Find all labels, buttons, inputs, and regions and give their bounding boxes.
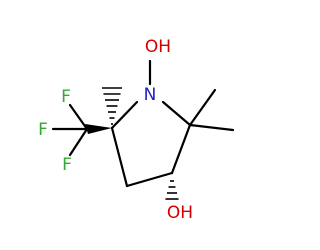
- bond-cf3-f3: [68, 127, 89, 157]
- structure-diagram: N OH OH F F F: [38, 37, 235, 223]
- atom-o-c3-oh: OH: [167, 203, 193, 223]
- molecule-canvas: N OH OH F F F: [38, 37, 235, 223]
- bond-cf3-f1: [68, 103, 89, 131]
- atom-o-n-oh: OH: [145, 37, 171, 57]
- atom-f3: F: [62, 155, 72, 175]
- atom-f2: F: [38, 120, 48, 140]
- bond-c5-methyl-hashed: [102, 87, 122, 125]
- bond-c3-c4: [125, 171, 174, 188]
- atom-f1: F: [61, 87, 71, 107]
- bond-c5-cf3-wedge: [85, 124, 112, 134]
- bond-c2-c3: [170, 123, 192, 175]
- bond-c2-methyl-a: [188, 88, 217, 127]
- bond-c3-oh-hashed: [165, 180, 179, 200]
- bond-c2-methyl-b: [188, 123, 235, 132]
- bond-c4-c5: [110, 126, 129, 188]
- bond-c5-n1: [110, 100, 139, 130]
- bond-n1-c2: [161, 100, 192, 127]
- atom-n1: N: [144, 85, 157, 105]
